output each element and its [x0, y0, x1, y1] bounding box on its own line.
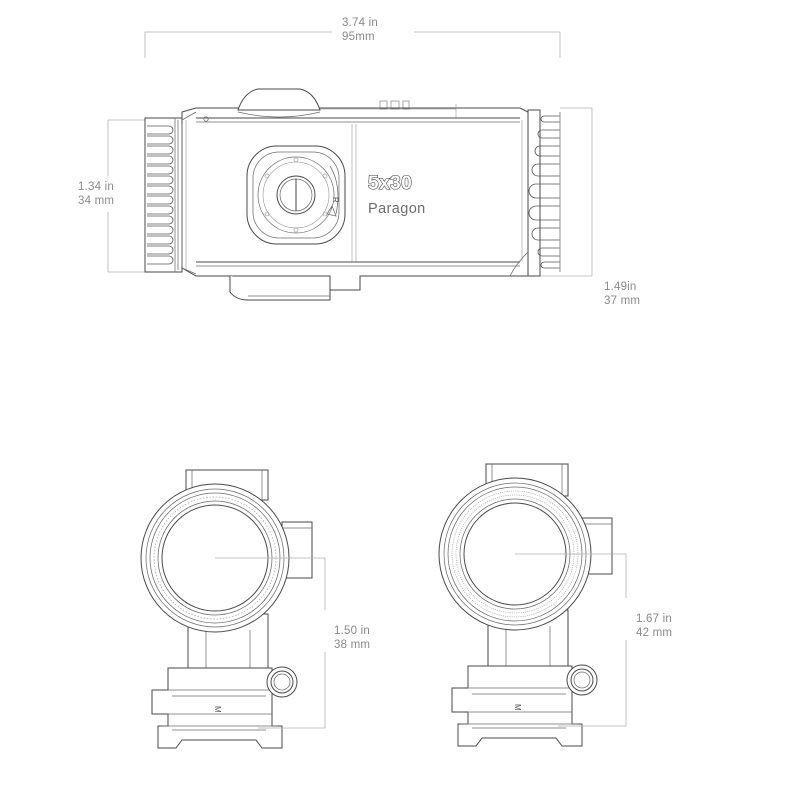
magnification-label: 5x30 [368, 173, 412, 194]
dimension-body-width-imperial: 1.49in [604, 281, 637, 293]
dimension-front-center-height-metric: 38 mm [334, 639, 370, 651]
objective-fins [509, 109, 561, 277]
turret-direction-letter: R [331, 197, 340, 203]
front-mount-letter: M [213, 706, 222, 713]
dimension-front-center-height-imperial: 1.50 in [334, 625, 370, 637]
dimension-overall-length-metric: 95mm [342, 31, 375, 43]
dimension-front-center-height: 1.50 in 38 mm [215, 557, 370, 729]
dimension-body-width-metric: 37 mm [604, 295, 640, 307]
dimension-body-height-imperial: 1.34 in [78, 181, 114, 193]
dimension-body-height-metric: 34 mm [78, 195, 114, 207]
model-label: Paragon [368, 201, 426, 217]
eyepiece-rear-view: M [438, 463, 613, 747]
dimension-rear-center-height-imperial: 1.67 in [636, 613, 672, 625]
objective-front-view: M [140, 469, 313, 749]
windage-turret: R [246, 145, 346, 245]
eyepiece-knurled-ring [144, 117, 187, 273]
top-rail-marking [379, 100, 410, 110]
dimension-overall-length-imperial: 3.74 in [342, 17, 378, 29]
dimension-rear-center-height: 1.67 in 42 mm [515, 553, 672, 727]
dimension-overall-length: 3.74 in 95mm [144, 17, 561, 58]
front-mount-base: M [151, 666, 298, 749]
dimension-rear-center-height-metric: 42 mm [636, 627, 672, 639]
dimension-body-height: 1.34 in 34 mm [78, 119, 152, 273]
side-profile-view: R 5x30 Paragon [144, 88, 561, 301]
brand-panel: 5x30 Paragon [351, 124, 426, 262]
rear-mount-letter: M [513, 704, 522, 711]
dimension-body-width: 1.49in 37 mm [538, 107, 640, 307]
rear-mount-base: M [451, 664, 598, 747]
